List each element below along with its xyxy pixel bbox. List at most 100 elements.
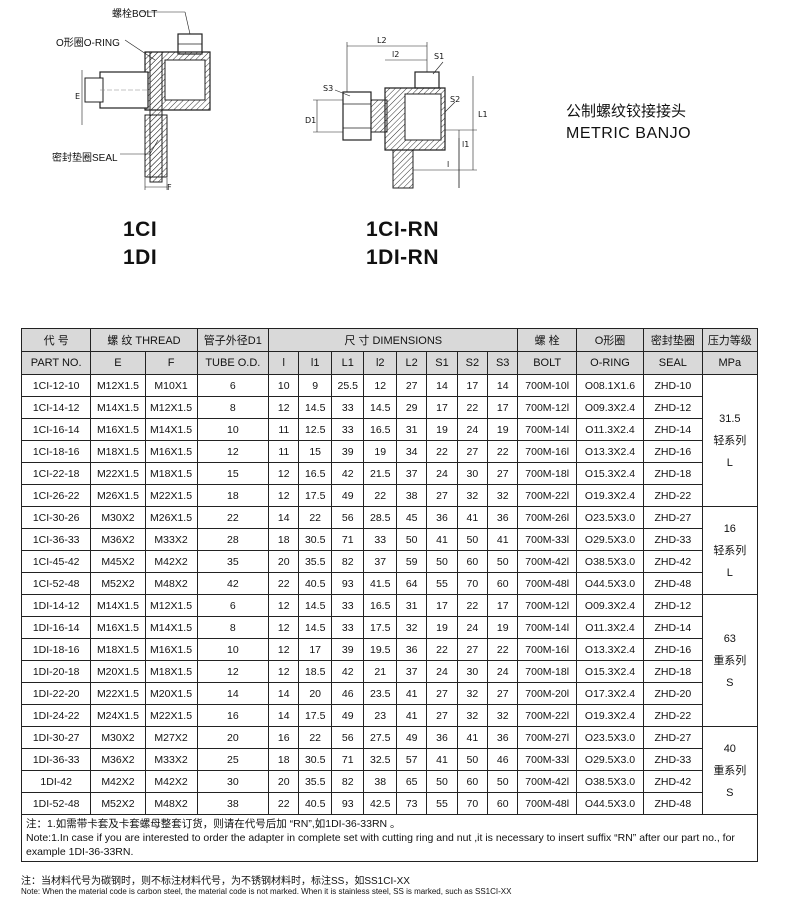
table-cell: M14X1.5: [144, 418, 198, 441]
table-cell: 24: [456, 418, 489, 441]
table-cell: 14: [426, 374, 458, 397]
table-cell: 700M-33l: [517, 748, 577, 771]
table-cell: ZHD-16: [643, 440, 703, 463]
table-cell: M45X2: [90, 550, 146, 573]
part-number-cell: 1CI-26-22: [20, 484, 92, 507]
table-cell: 12: [268, 484, 300, 507]
table-cell: 12: [363, 374, 397, 397]
table-cell: 28: [196, 528, 270, 551]
table-cell: ZHD-42: [643, 550, 703, 573]
table-cell: 700M-22l: [517, 704, 577, 727]
table-cell: 56: [330, 726, 365, 749]
table-cell: ZHD-18: [643, 660, 703, 683]
table-cell: 41: [426, 528, 458, 551]
table-cell: ZHD-33: [643, 748, 703, 771]
table-cell: M14X1.5: [90, 396, 146, 419]
table-cell: 19: [426, 616, 458, 639]
hdr-oring-en: O-RING: [575, 351, 645, 375]
table-cell: 71: [330, 528, 365, 551]
hdr-s3: S3: [487, 351, 519, 375]
hdr-pressure: 压力等级: [701, 328, 759, 352]
part-number-cell: 1CI-52-48: [20, 572, 92, 595]
table-cell: M27X2: [144, 726, 198, 749]
table-cell: 32: [487, 704, 519, 727]
table-cell: 19: [487, 616, 519, 639]
hdr-bolt: 螺 栓: [517, 328, 577, 352]
table-cell: 41: [456, 726, 489, 749]
hdr-oring: O形圈: [575, 328, 645, 352]
table-cell: 15: [196, 462, 270, 485]
table-cell: ZHD-20: [643, 682, 703, 705]
table-cell: 33: [330, 594, 365, 617]
table-cell: 55: [426, 792, 458, 815]
table-cell: 30: [456, 462, 489, 485]
table-cell: 16.5: [363, 418, 397, 441]
part-number-cell: 1CI-30-26: [20, 506, 92, 529]
table-cell: M24X1.5: [90, 704, 146, 727]
pressure-letter: S: [726, 676, 734, 689]
dim-d1-label: D1: [305, 116, 317, 125]
part-number-cell: 1CI-36-33: [20, 528, 92, 551]
table-cell: 12: [196, 440, 270, 463]
table-cell: 71: [330, 748, 365, 771]
footnote-cn: 注：当材料代号为碳钢时，则不标注材料代号，为不锈钢材料时，标注SS，如SS1CI…: [21, 876, 410, 887]
part-number-cell: 1DI-36-33: [20, 748, 92, 771]
oring-label: O形圈O-RING: [56, 38, 120, 49]
table-cell: M12X1.5: [144, 594, 198, 617]
table-cell: 16.5: [363, 594, 397, 617]
table-cell: 36: [487, 506, 519, 529]
table-cell: 14.5: [298, 396, 332, 419]
table-cell: 700M-16l: [517, 638, 577, 661]
hdr-L2: L2: [395, 351, 428, 375]
table-cell: 19: [363, 440, 397, 463]
part-number-cell: 1DI-42: [20, 770, 92, 793]
table-cell: 12: [268, 638, 300, 661]
part-number-cell: 1DI-30-27: [20, 726, 92, 749]
model-right-1: 1CI-RN: [366, 218, 440, 241]
table-cell: 22: [456, 594, 489, 617]
pressure-letter: L: [726, 566, 733, 579]
part-number-cell: 1DI-14-12: [20, 594, 92, 617]
table-cell: 700M-12l: [517, 396, 577, 419]
hdr-l1: l1: [298, 351, 332, 375]
table-cell: M16X1.5: [90, 616, 146, 639]
pressure-mpa: 40: [723, 742, 736, 755]
table-cell: 700M-27l: [517, 726, 577, 749]
table-cell: 41.5: [363, 572, 397, 595]
table-cell: 19.5: [363, 638, 397, 661]
table-cell: M22X1.5: [90, 462, 146, 485]
table-cell: M48X2: [144, 792, 198, 815]
table-cell: 33: [330, 418, 365, 441]
table-cell: 40.5: [298, 572, 332, 595]
table-cell: 49: [395, 726, 428, 749]
table-cell: 700M-16l: [517, 440, 577, 463]
pressure-mpa: 63: [723, 632, 736, 645]
table-cell: 24: [456, 616, 489, 639]
table-cell: M42X2: [144, 550, 198, 573]
table-cell: 35.5: [298, 770, 332, 793]
footnote-en: Note: When the material code is carbon s…: [21, 887, 512, 896]
table-cell: 14.5: [298, 616, 332, 639]
table-cell: 42: [330, 462, 365, 485]
table-cell: 18.5: [298, 660, 332, 683]
table-cell: 700M-18l: [517, 660, 577, 683]
table-cell: O15.3X2.4: [575, 462, 645, 485]
hdr-bolt-en: BOLT: [517, 351, 577, 375]
pressure-cn: 重系列: [713, 764, 747, 777]
part-number-cell: 1CI-45-42: [20, 550, 92, 573]
table-cell: 27: [487, 462, 519, 485]
table-cell: O38.5X3.0: [575, 550, 645, 573]
table-cell: M22X1.5: [144, 704, 198, 727]
table-cell: M18X1.5: [144, 660, 198, 683]
table-cell: 24: [487, 660, 519, 683]
table-cell: 11: [268, 418, 300, 441]
hdr-mpa: MPa: [701, 351, 759, 375]
table-cell: M22X1.5: [90, 682, 146, 705]
table-cell: 17.5: [363, 616, 397, 639]
table-cell: 8: [196, 396, 270, 419]
table-cell: 16: [196, 704, 270, 727]
